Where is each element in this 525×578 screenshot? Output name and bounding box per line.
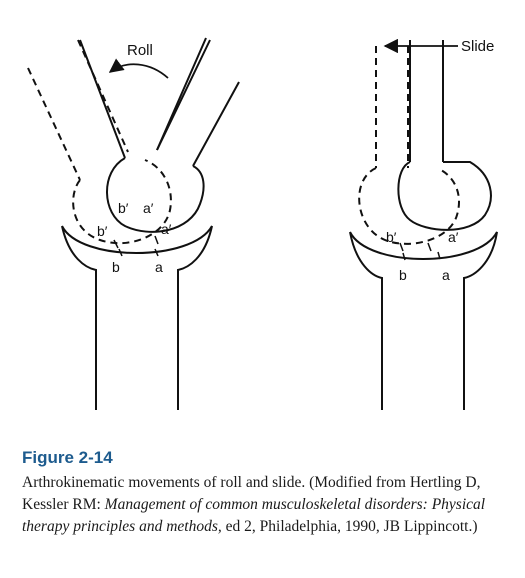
caption-text-start: Arthrokinematic movements of roll and sl… — [22, 474, 481, 513]
left-rolled-bone-shaft2 — [156, 39, 240, 167]
roll-label: Roll — [127, 42, 153, 59]
left-label-b: b — [112, 259, 120, 275]
right-lower-bone — [349, 231, 498, 410]
left-contact-ticks — [113, 235, 159, 257]
left-label-a-prime-lower: a′ — [161, 221, 172, 237]
left-label-a: a — [155, 259, 163, 275]
figure-title: Figure 2-14 — [22, 448, 113, 467]
figure-caption-text: Arthrokinematic movements of roll and sl… — [22, 472, 512, 538]
right-label-b-prime: b′ — [386, 229, 397, 245]
left-label-a-prime-upper: a′ — [143, 200, 154, 216]
roll-and-slide-diagram: Roll b′ a′ b′ a′ b a Slide b′ a′ b a — [27, 37, 498, 410]
roll-arrow — [108, 58, 169, 79]
right-label-b: b — [399, 267, 407, 283]
left-lower-bone — [61, 225, 213, 410]
right-slid-bone — [397, 40, 492, 231]
caption-text-end: ed 2, Philadelphia, 1990, JB Lippincott.… — [221, 518, 478, 535]
right-label-a: a — [442, 267, 450, 283]
right-contact-ticks — [399, 242, 441, 261]
right-label-a-prime: a′ — [448, 229, 459, 245]
left-label-b-prime-upper: b′ — [118, 200, 129, 216]
figure-caption: Figure 2-14 Arthrokinematic movements of… — [22, 448, 512, 538]
left-original-bone — [27, 39, 172, 245]
slide-label: Slide — [461, 38, 494, 55]
roll-panel — [27, 37, 240, 410]
caption-citation-title: Management of common musculoskele­tal di… — [22, 496, 486, 535]
left-label-b-prime-lower: b′ — [97, 223, 108, 239]
slide-panel — [349, 38, 498, 410]
right-original-bone — [358, 46, 460, 245]
